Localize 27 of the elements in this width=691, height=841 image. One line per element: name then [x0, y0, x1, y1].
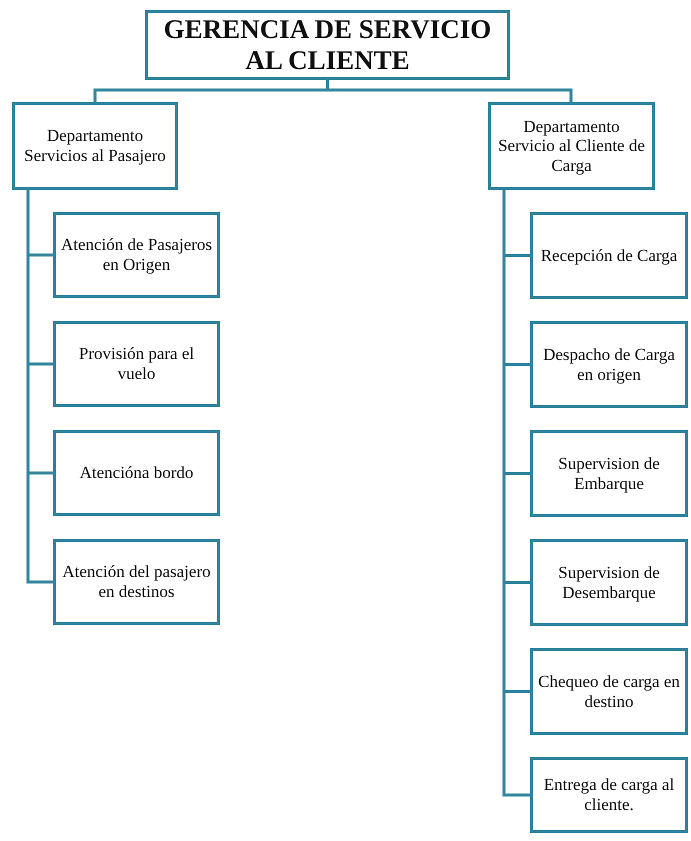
org-box: [530, 757, 688, 833]
box-label: Recepción de Carga: [540, 246, 678, 266]
org-box: [53, 430, 220, 516]
box-label: Atención del pasajero en destinos: [61, 562, 212, 602]
org-box: [53, 539, 220, 625]
org-box: [530, 212, 688, 299]
org-box: [530, 539, 688, 626]
box-label: Departamento Servicio al Cliente de Carga: [497, 116, 646, 176]
org-box: [530, 648, 688, 735]
box-label: Entrega de carga al cliente.: [542, 775, 676, 815]
box-label: Supervision de Embarque: [557, 454, 661, 494]
org-box: [53, 321, 220, 407]
org-box: [530, 321, 688, 408]
org-box: [53, 212, 220, 298]
box-label: Chequeo de carga en destino: [537, 672, 681, 712]
box-label: Departamento Servicios al Pasajero: [23, 126, 167, 166]
box-label: Provisión para el vuelo: [78, 344, 196, 384]
box-label: Atencióna bordo: [80, 463, 194, 483]
box-label: Atención de Pasajeros en Origen: [60, 235, 213, 275]
org-box: [12, 102, 178, 190]
box-label: GERENCIA DE SERVICIO AL CLIENTE: [162, 14, 492, 76]
org-box: [488, 102, 655, 190]
org-box: [145, 10, 510, 80]
box-label: Despacho de Carga en origen: [542, 344, 676, 384]
box-label: Supervision de Desembarque: [557, 562, 661, 602]
connector-line: [26, 190, 53, 584]
org-box: [530, 430, 688, 517]
